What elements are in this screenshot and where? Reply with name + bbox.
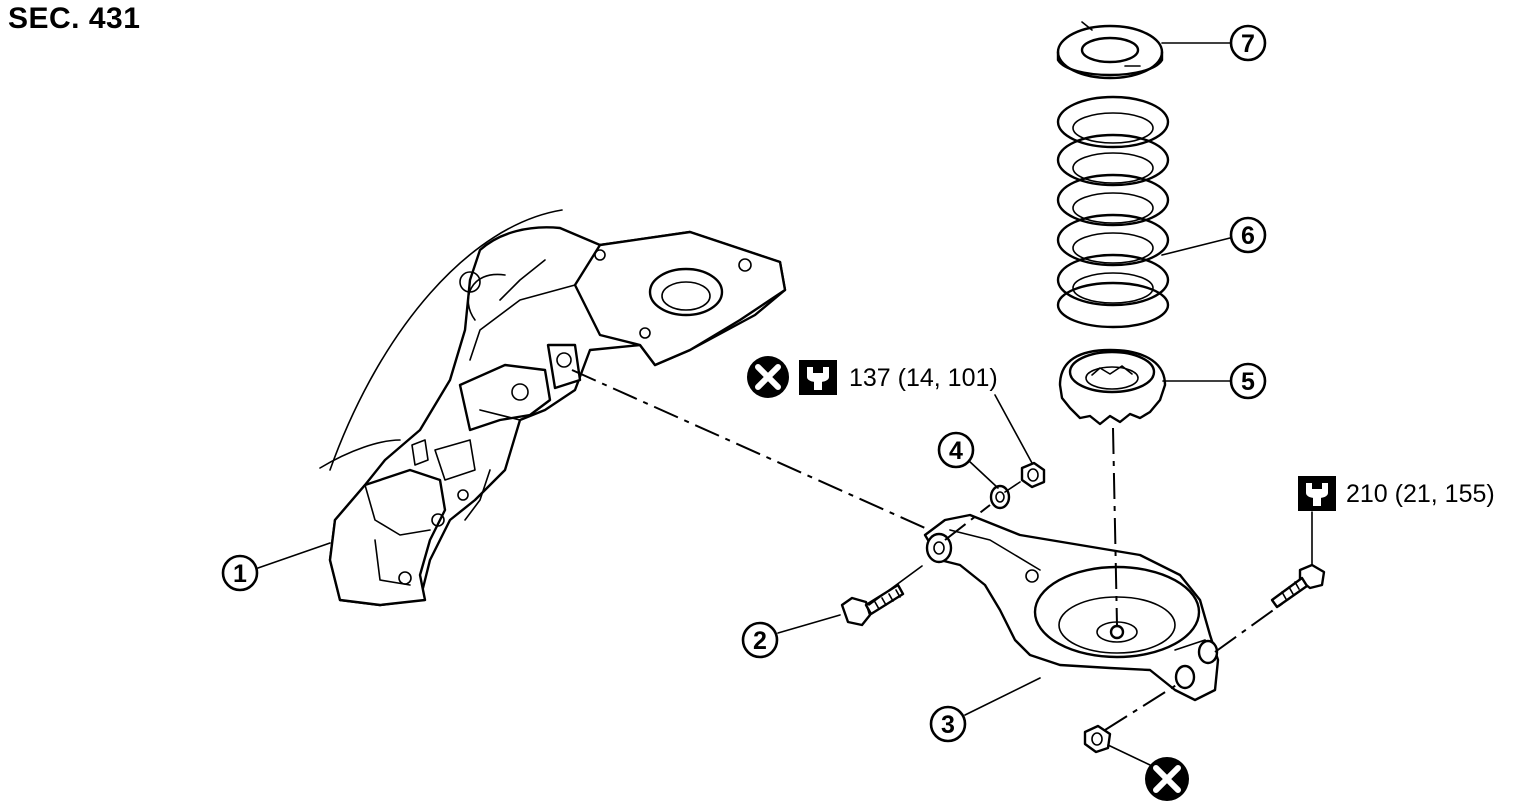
torque-wrench-icon xyxy=(1298,476,1336,511)
callout-7: 7 xyxy=(1229,24,1267,62)
spring-upper-seat xyxy=(1056,21,1164,80)
lower-link xyxy=(923,513,1220,702)
right-nut xyxy=(1083,724,1112,754)
coil-spring xyxy=(1056,95,1170,329)
washer-and-nut xyxy=(989,461,1046,510)
callout-6: 6 xyxy=(1229,216,1267,254)
callout-5: 5 xyxy=(1229,362,1267,400)
callout-3: 3 xyxy=(929,705,967,743)
torque-spec-137: 137 (14, 101) xyxy=(849,364,998,392)
callout-3-label: 3 xyxy=(941,711,955,739)
callout-1-label: 1 xyxy=(233,560,247,588)
callout-1: 1 xyxy=(221,554,259,592)
callout-4-label: 4 xyxy=(949,437,963,465)
callout-2: 2 xyxy=(741,621,779,659)
spring-lower-seat xyxy=(1058,348,1167,426)
do-not-reuse-icon xyxy=(747,356,789,398)
center-lines xyxy=(571,369,1291,731)
torque-wrench-icon xyxy=(799,360,837,395)
callout-2-label: 2 xyxy=(753,627,767,655)
torque-spec-210: 210 (21, 155) xyxy=(1346,480,1495,508)
bolt xyxy=(840,583,905,627)
right-bolt xyxy=(1270,563,1326,609)
suspension-member xyxy=(319,209,787,607)
callout-5-label: 5 xyxy=(1241,368,1255,396)
do-not-reuse-icon xyxy=(1145,757,1189,801)
callout-6-label: 6 xyxy=(1241,222,1255,250)
section-label: SEC. 431 xyxy=(8,2,141,35)
callout-4: 4 xyxy=(937,431,975,469)
leader-lines xyxy=(257,42,1313,766)
callout-7-label: 7 xyxy=(1241,30,1255,58)
